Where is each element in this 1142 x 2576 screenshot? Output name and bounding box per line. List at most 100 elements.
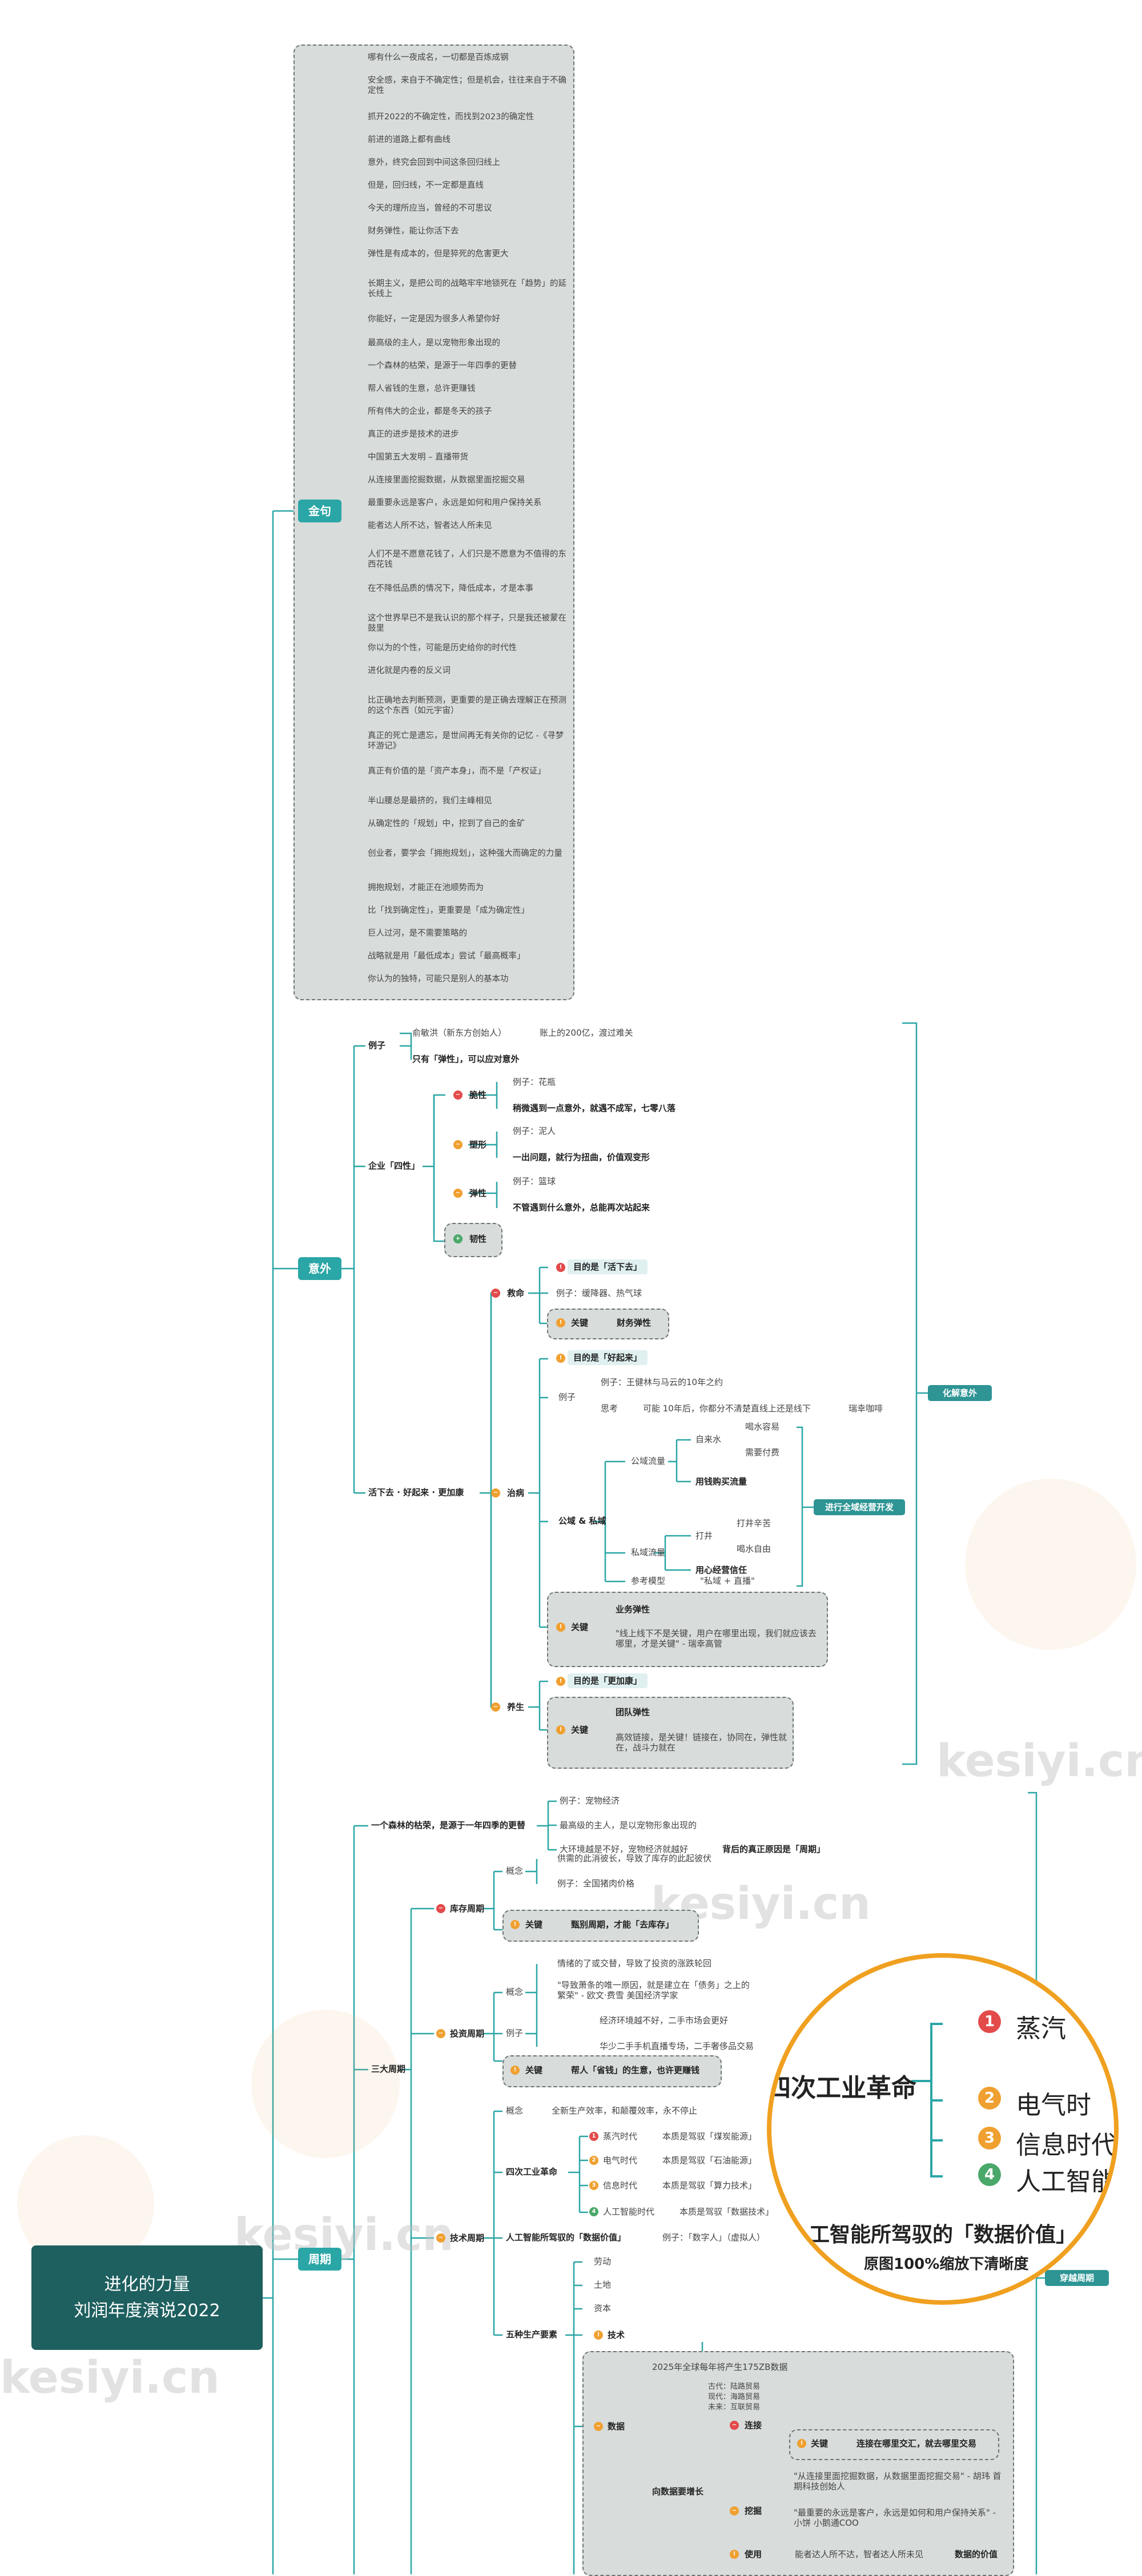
brittle-example: 例子：花瓶: [513, 1077, 556, 1087]
elastic-icon: −: [453, 1189, 463, 1198]
nourish-key-b: 高效链接，是关键！链接在，协同在，弹性就在，战斗力就在: [616, 1732, 787, 1753]
use-value: 能者达人所不达，智者达人所未见: [795, 2549, 924, 2559]
rev-3-value: 本质是驾驭「算力技术」: [662, 2180, 757, 2191]
accident-example-result: 账上的200亿，渡过难关: [540, 1028, 633, 1038]
survive-icon: −: [491, 1289, 500, 1298]
data-era-modern: 现代：海路贸易: [708, 2393, 761, 2401]
rev-4-icon: 4: [589, 2207, 598, 2216]
inventory-key-box: [502, 1910, 699, 1942]
quote-item: 最重要永远是客户，永远是如何和用户保持关系: [368, 498, 542, 508]
invest-concept: 概念: [506, 1987, 524, 1997]
treat-key-icon: !: [556, 1623, 565, 1632]
nourish-key-icon: !: [556, 1725, 565, 1734]
public-flow: 公域流量: [631, 1456, 666, 1466]
watermark-text: kesiyi.cn: [936, 1736, 1142, 1787]
nourish-goal-icon: !: [556, 1677, 565, 1686]
use-label: 使用: [745, 2549, 762, 2559]
tech-icon: −: [436, 2233, 445, 2243]
mine-quote-1: "从连接里面挖掘数据，从数据里面挖掘交易" - 胡玮 首期科技创始人: [794, 2471, 1002, 2492]
mine-quote-2: "最重要的永远是客户，永远是如何和用户保持关系" - 小饼 小鹅通COO: [794, 2507, 996, 2528]
treat-key-label: 关键: [571, 1622, 589, 1632]
private-trust: 用心经营信任: [695, 1565, 747, 1575]
live-label: 活下去 · 好起来 · 更加康: [368, 1487, 464, 1498]
forest-title: 一个森林的枯荣，是源于一年四季的更替: [371, 1820, 526, 1830]
quote-item: 从连接里面挖掘数据，从数据里面挖掘交易: [368, 476, 525, 485]
zoom-center-label: 四次工业革命: [767, 2074, 916, 2103]
brittle-icon: −: [453, 1090, 463, 1100]
inventory-key-label: 关键: [525, 1919, 543, 1930]
rev-1-name: 蒸汽时代: [603, 2131, 638, 2142]
factor-tech: 技术: [608, 2330, 625, 2340]
data-era-future: 未来：互联贸易: [708, 2403, 761, 2412]
invest-key-box: [502, 2055, 722, 2087]
zoom-item-2: 电气时: [1016, 2091, 1091, 2120]
three-cycles-label: 三大周期: [371, 2064, 406, 2074]
zoom-item-4: 人工智能: [1016, 2167, 1116, 2196]
treat-example-think: 思考: [601, 1403, 618, 1414]
treat-goal: 目的是「好起来」: [568, 1350, 648, 1365]
invest-concept-2: "导致萧条的唯一原因，就是建立在「债务」之上的繁荣" - 欧文·费雪 美国经济学…: [557, 1980, 750, 2001]
tech-concept: 概念: [506, 2106, 524, 2116]
forest-example-3a: 大环境越是不好，宠物经济就越好: [560, 1844, 689, 1854]
accident-branch-tag[interactable]: 意外: [298, 1257, 341, 1280]
reference-model: 参考模型: [631, 1576, 666, 1586]
link-key-icon: !: [797, 2439, 806, 2448]
quote-item: 比正确地去判断预测，更重要的是正确去理解正在预测的这个东西（如元宇宙）: [368, 696, 566, 715]
treat-example-2: 可能 10年后，你都分不清楚直线上还是线下: [643, 1403, 811, 1414]
cycle-branch-tag[interactable]: 周期: [298, 2248, 341, 2271]
watermark-text: kesiyi.cn: [0, 2352, 220, 2404]
nourish-goal: 目的是「更加康」: [568, 1673, 648, 1688]
factor-capital: 资本: [594, 2303, 612, 2313]
quote-item: 创业者，要学会「拥抱规划」，这种强大而确定的力量: [368, 849, 562, 858]
quote-item: 比「找到确定性」，更重要是「成为确定性」: [368, 906, 529, 915]
invest-example-1: 经济环境越不好，二手市场会更好: [600, 2015, 729, 2026]
rev-4-name: 人工智能时代: [603, 2207, 655, 2217]
mine-icon: −: [730, 2506, 739, 2515]
nourish-key-label: 关键: [571, 1725, 589, 1735]
invest-example-2: 华少二手手机直播专场，二手奢侈品交易: [600, 2041, 754, 2051]
mindmap-root[interactable]: 进化的力量 刘润年度演说2022: [31, 2245, 263, 2350]
zoom-item-3: 信息时代: [1016, 2131, 1116, 2160]
public-buy: 用钱购买流量: [695, 1476, 747, 1487]
plastic-icon: −: [453, 1140, 463, 1149]
root-subtitle: 刘润年度演说2022: [74, 2300, 220, 2321]
quote-item: 半山腰总是最挤的，我们主峰相见: [368, 796, 492, 806]
invest-concept-1: 情绪的了或交替，导致了投资的涨跌轮回: [557, 1958, 712, 1969]
tough-icon: +: [453, 1234, 463, 1243]
quotes-branch-tag[interactable]: 金句: [298, 500, 341, 522]
accident-example-note: 只有「弹性」，可以应对意外: [412, 1054, 520, 1064]
self-water: 自来水: [695, 1434, 722, 1444]
factor-land: 土地: [594, 2280, 612, 2290]
zoom-item-1: 蒸汽: [1016, 2014, 1066, 2043]
link-key-box: [789, 2429, 999, 2460]
treat-right-tag[interactable]: 进行全域经营开发: [814, 1499, 905, 1515]
survive-key-box: [547, 1309, 669, 1339]
data-era-ancient: 古代：陆路贸易: [708, 2382, 761, 2391]
quote-item: 前进的道路上都有曲线: [368, 135, 451, 144]
survive-key-value: 财务弹性: [617, 1318, 652, 1328]
rev-3-icon: 3: [589, 2181, 598, 2190]
quote-item: 长期主义，是把公司的战略牢牢地锁死在「趋势」的延长线上: [368, 279, 566, 299]
tech-factor-icon: !: [594, 2331, 603, 2340]
invest-key-label: 关键: [525, 2065, 543, 2075]
quote-item: 最高级的主人，是以宠物形象出现的: [368, 339, 500, 348]
elastic-desc: 不管遇到什么意外，总能再次站起来: [513, 1202, 650, 1213]
quote-item: 弹性是有成本的，但是猝死的危害更大: [368, 249, 509, 259]
use-icon: !: [730, 2550, 739, 2559]
quote-item: 财务弹性，能让你活下去: [368, 227, 459, 236]
reference-model-value: "私域 + 直播": [700, 1576, 755, 1586]
inventory-cycle: 库存周期: [450, 1903, 485, 1914]
forest-example-1: 例子：宠物经济: [560, 1796, 620, 1806]
accident-right-tag[interactable]: 化解意外: [928, 1385, 992, 1401]
quote-item: 人们不是不愿意花钱了，人们只是不愿意为不值得的东西花钱: [368, 550, 566, 569]
treat-goal-icon: !: [556, 1354, 565, 1363]
ai-data-value: 人工智能所驾驭的「数据价值」: [506, 2232, 626, 2243]
quote-item: 你能好，一定是因为很多人希望你好: [368, 315, 500, 324]
cycle-right-tag[interactable]: 穿越周期: [1045, 2270, 1109, 2286]
treat-name: 治病: [507, 1488, 525, 1498]
nourish-name: 养生: [507, 1702, 525, 1712]
rev-2-icon: 2: [589, 2156, 598, 2165]
zoom-icon-1: 1: [978, 2010, 1001, 2033]
quote-item: 安全感，来自于不确定性；但是机会，往往来自于不确定性: [368, 76, 566, 95]
link-key-value: 连接在哪里交汇，就去哪里交易: [856, 2438, 977, 2449]
